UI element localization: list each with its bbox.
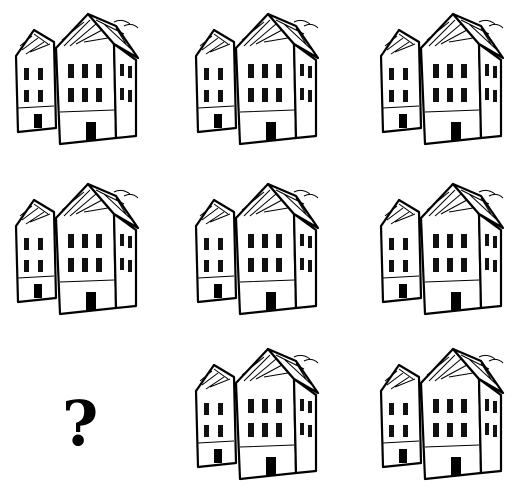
building-illustration xyxy=(180,335,350,499)
cell-r1c3[interactable] xyxy=(365,0,512,164)
cell-r2c3[interactable] xyxy=(365,170,512,334)
cell-r1c1[interactable] xyxy=(0,0,170,164)
townhouse-pair-icon xyxy=(16,14,138,144)
cell-r3c3[interactable] xyxy=(365,335,512,499)
cell-r2c1[interactable] xyxy=(0,170,170,334)
building-illustration xyxy=(0,0,170,164)
building-illustration xyxy=(365,170,512,334)
cell-r3c2[interactable] xyxy=(180,335,350,499)
townhouse-pair-icon xyxy=(196,349,318,479)
building-illustration xyxy=(365,0,512,164)
building-illustration xyxy=(0,170,170,334)
townhouse-pair-icon xyxy=(16,184,138,314)
cell-r3c1-missing[interactable]: ? xyxy=(0,335,170,499)
townhouse-pair-icon xyxy=(381,14,503,144)
building-illustration xyxy=(365,335,512,499)
building-illustration xyxy=(180,170,350,334)
building-illustration xyxy=(180,0,350,164)
question-mark: ? xyxy=(62,393,98,455)
cell-r2c2[interactable] xyxy=(180,170,350,334)
townhouse-pair-icon xyxy=(381,184,503,314)
townhouse-pair-icon xyxy=(196,14,318,144)
townhouse-pair-icon xyxy=(196,184,318,314)
townhouse-pair-icon xyxy=(381,349,503,479)
cell-r1c2[interactable] xyxy=(180,0,350,164)
